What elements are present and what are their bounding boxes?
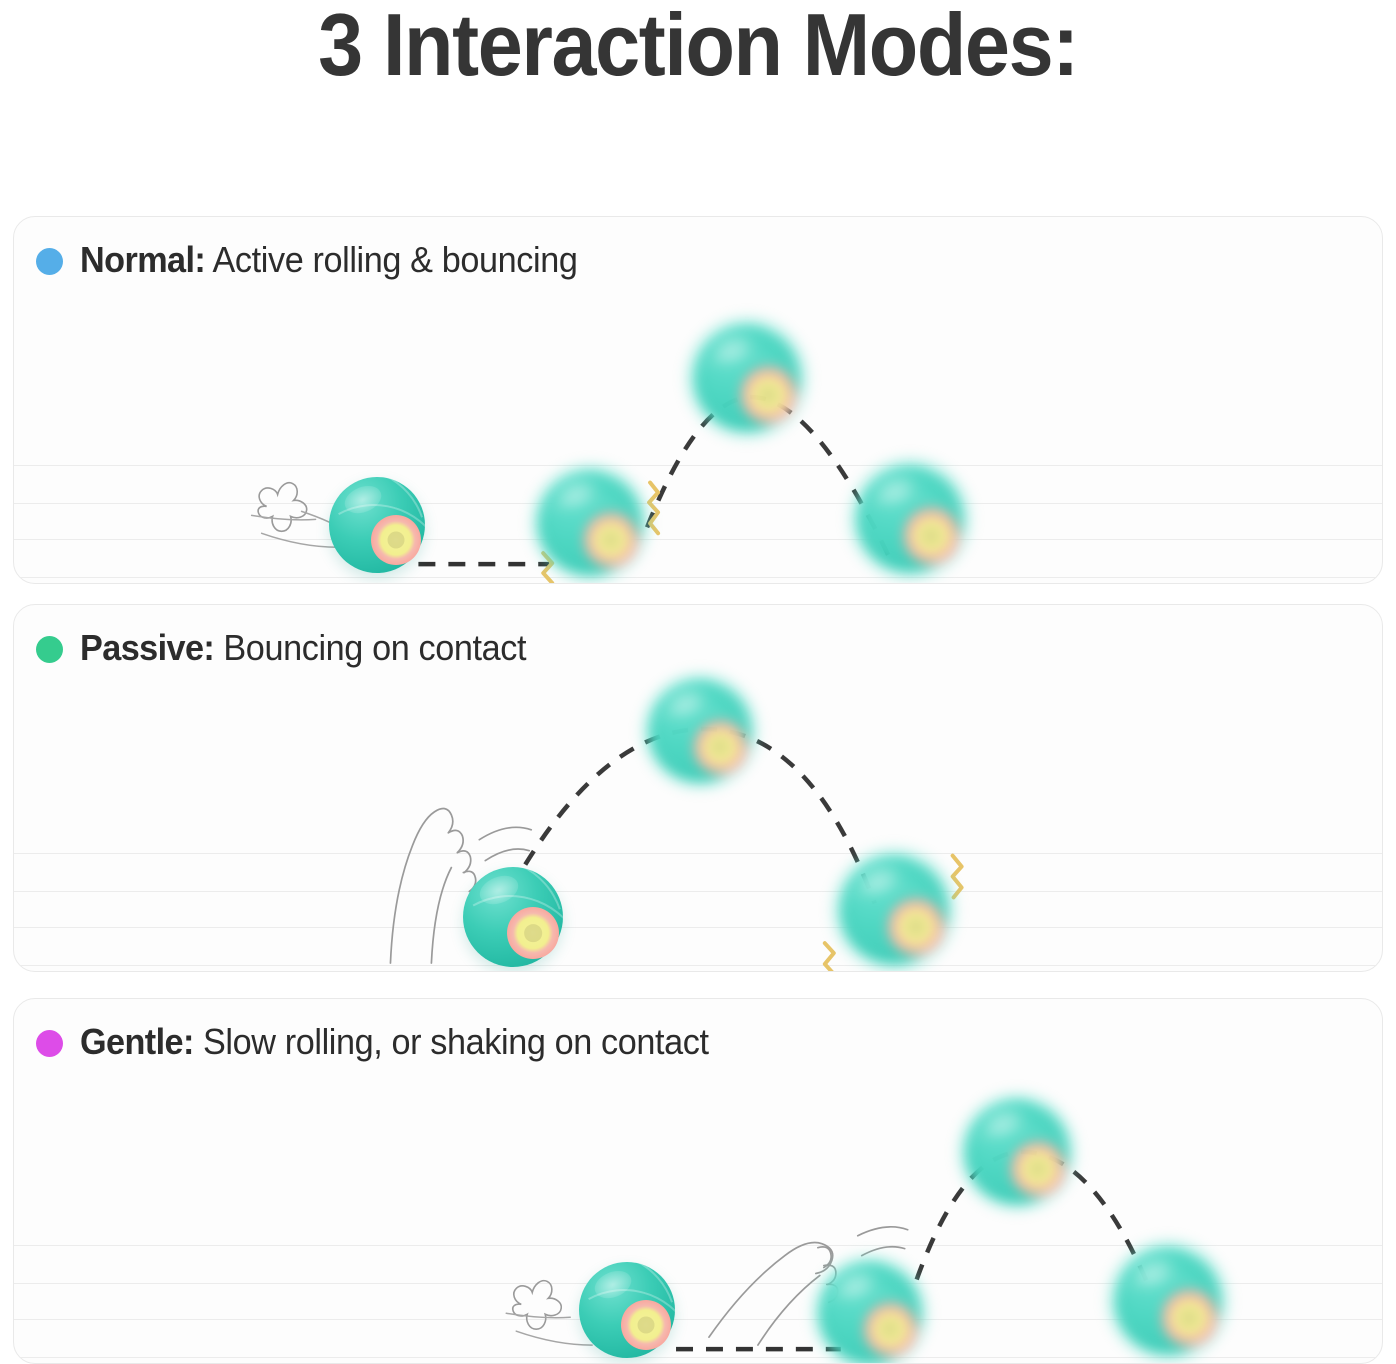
mode-panel-normal[interactable]: Normal: Active rolling & bouncing: [13, 216, 1383, 584]
ball-landing: [844, 453, 976, 583]
ball-led-lens: [583, 512, 638, 567]
ball-at-paw: [451, 855, 575, 971]
ball-kicked: [806, 1249, 934, 1363]
mode-panel-gentle[interactable]: Gentle: Slow rolling, or shaking on cont…: [13, 998, 1383, 1364]
mode-name-gentle: Gentle:: [80, 1021, 194, 1062]
ball-led-lens: [887, 899, 944, 956]
mode-panel-passive[interactable]: Passive: Bouncing on contact: [13, 604, 1383, 972]
ball-led-glyph: [711, 738, 730, 757]
ball-impact: [525, 458, 655, 583]
motion-swoosh-icon: [478, 826, 533, 862]
ball-led-glyph: [1028, 1159, 1047, 1178]
ball-led-glyph: [637, 1316, 655, 1334]
ball-apex: [952, 1087, 1082, 1217]
ball-rolling: [317, 465, 437, 583]
motion-swoosh-icon: [856, 1225, 909, 1257]
ball-led-lens: [1161, 1290, 1217, 1346]
mode-color-dot-normal: [36, 247, 63, 275]
ball-led-lens: [1010, 1141, 1065, 1196]
ball-led-glyph: [881, 1320, 900, 1339]
ball-led-glyph: [601, 530, 620, 549]
ball-led-glyph: [921, 526, 941, 546]
paw-print-icon: [511, 1279, 563, 1330]
ball-apex: [636, 667, 764, 795]
ball-apex: [681, 312, 813, 444]
ball-led-glyph: [1179, 1308, 1199, 1328]
vibration-squiggle-icon: [822, 853, 964, 971]
ball-led-lens: [863, 1302, 917, 1356]
ball-led-glyph: [758, 385, 778, 405]
mode-name-passive: Passive:: [80, 627, 215, 668]
panel-header-gentle: Gentle: Slow rolling, or shaking on cont…: [36, 1021, 742, 1063]
mode-name-normal: Normal:: [80, 239, 206, 280]
mode-desc-normal: Active rolling & bouncing: [212, 239, 578, 280]
ball-led-lens: [507, 907, 559, 959]
ball-led-lens: [740, 367, 796, 423]
ball-led-glyph: [387, 531, 405, 549]
panel-header-normal: Normal: Active rolling & bouncing: [36, 239, 604, 281]
ball-led-lens: [371, 515, 422, 566]
ball-led-lens: [621, 1300, 672, 1351]
ball-led-glyph: [906, 917, 926, 937]
ball-led-lens: [693, 720, 747, 774]
page-title: 3 Interaction Modes:: [318, 0, 1079, 94]
paw-print-icon: [257, 482, 308, 533]
ball-rolling: [567, 1250, 687, 1363]
mode-color-dot-passive: [36, 635, 63, 663]
ball-landing: [1102, 1235, 1234, 1363]
mode-desc-passive: Bouncing on contact: [223, 627, 527, 668]
ball-led-glyph: [524, 924, 542, 942]
mode-color-dot-gentle: [36, 1029, 63, 1057]
mode-desc-gentle: Slow rolling, or shaking on contact: [202, 1021, 709, 1062]
ball-led-lens: [903, 508, 959, 564]
panel-header-passive: Passive: Bouncing on contact: [36, 627, 550, 669]
mode-label-normal: Normal: Active rolling & bouncing: [80, 239, 578, 281]
mode-label-gentle: Gentle: Slow rolling, or shaking on cont…: [80, 1021, 709, 1063]
ball-landing: [827, 843, 961, 971]
mode-label-passive: Passive: Bouncing on contact: [80, 627, 526, 669]
